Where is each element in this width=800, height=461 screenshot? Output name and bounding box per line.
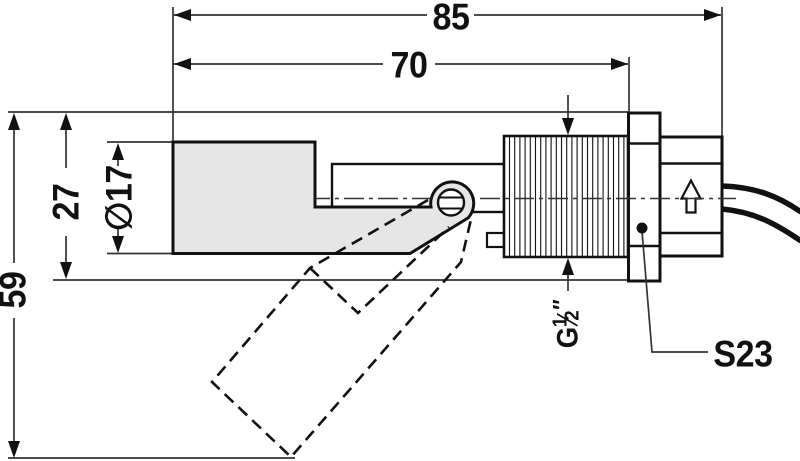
thread-pointer-bottom-arrow (562, 258, 574, 275)
wire-lower (721, 206, 800, 244)
thread-prefix: G (551, 327, 585, 349)
thread-section (502, 134, 630, 259)
float-assembly (171, 140, 476, 255)
s23-leader (636, 222, 708, 353)
s23-leader-dot (636, 222, 648, 234)
thread-hatch (508, 137, 625, 256)
swung-step-notch (309, 226, 450, 315)
part-reference-label: S23 (713, 333, 773, 375)
float-body-and-arm (171, 140, 476, 255)
thread-size-label: G1⁄2″ (548, 299, 585, 349)
wire-upper (721, 183, 800, 215)
housing-tab (485, 231, 506, 249)
thread-inch-mark: ″ (548, 299, 576, 310)
pivot-pin-slot (440, 196, 463, 210)
float-swung-position (210, 198, 474, 459)
cable-wires (721, 183, 800, 244)
thread-pointer-top-arrow (562, 118, 574, 135)
switch-housing (330, 162, 506, 249)
dimension-lines (8, 7, 723, 459)
dim-diameter-17-label: ∅17 (98, 165, 140, 231)
dim-59-label: 59 (0, 271, 34, 309)
connector-body (658, 135, 724, 258)
dim-85-label: 85 (432, 0, 470, 38)
dim-70-label: 70 (390, 44, 428, 86)
thread-fraction-denominator: 2 (561, 310, 584, 321)
dimension-arrowheads (8, 9, 721, 458)
pivot-pin (436, 188, 466, 217)
dim-27-label: 27 (45, 183, 87, 221)
